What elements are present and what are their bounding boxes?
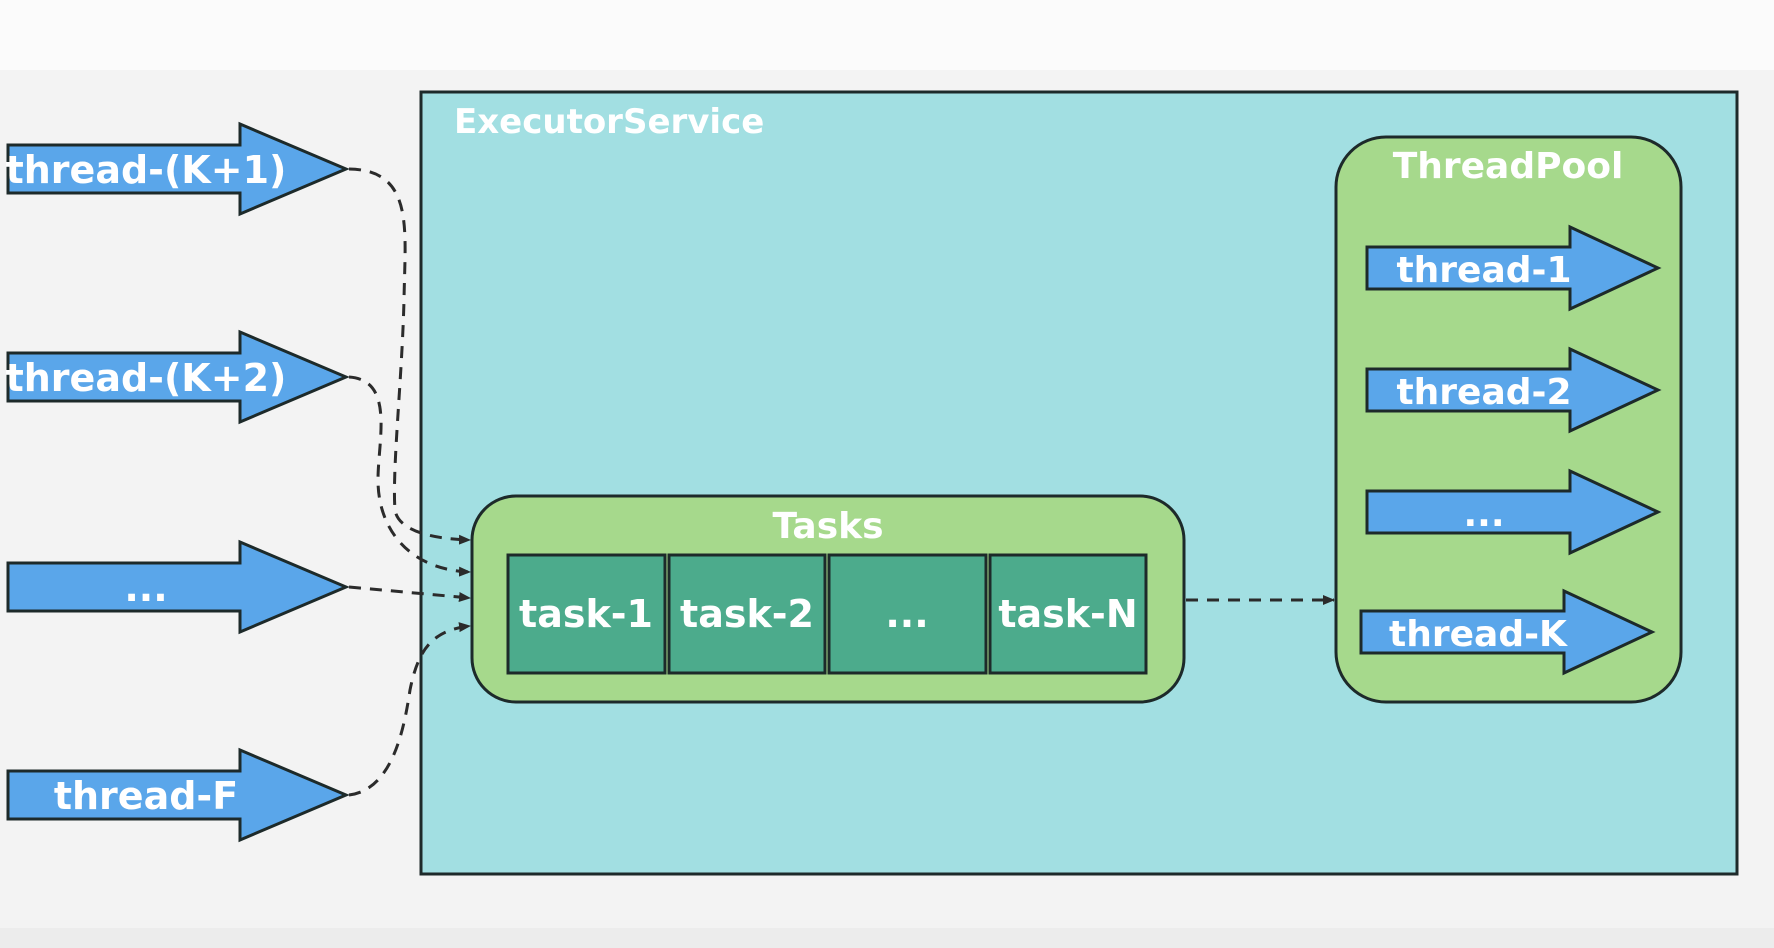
task-cell: task-1 — [506, 553, 667, 675]
tasks-queue-title: Tasks — [772, 506, 883, 547]
top-band — [0, 0, 1774, 70]
external-thread-arrow: thread-(K+1) — [6, 121, 350, 217]
external-thread-label: thread-(K+1) — [6, 148, 287, 192]
submit-connector — [348, 375, 471, 577]
pool-thread-arrow: ... — [1365, 468, 1662, 556]
pool-thread-arrow: thread-2 — [1365, 346, 1662, 434]
task-cell: ... — [827, 553, 988, 675]
external-thread-arrow: thread-(K+2) — [6, 329, 350, 425]
thread-pool-title: ThreadPool — [1393, 146, 1624, 187]
external-thread-label: thread-(K+2) — [6, 356, 287, 400]
pool-thread-arrow: thread-1 — [1365, 224, 1662, 312]
pool-thread-label: thread-1 — [1396, 250, 1571, 291]
bottom-band — [0, 928, 1774, 948]
external-thread-arrow: ... — [6, 539, 350, 635]
external-thread-arrow: thread-F — [6, 747, 350, 843]
task-label: ... — [885, 592, 928, 636]
pool-thread-arrow: thread-K — [1359, 588, 1656, 676]
submit-connector — [348, 167, 471, 545]
pool-thread-label: ... — [1463, 494, 1504, 535]
pool-thread-label: thread-2 — [1396, 372, 1571, 413]
task-cell: task-2 — [667, 553, 827, 675]
external-thread-label: ... — [124, 566, 167, 610]
pool-thread-label: thread-K — [1389, 614, 1568, 655]
task-cell: task-N — [988, 553, 1148, 675]
task-label: task-2 — [680, 592, 814, 636]
task-label: task-N — [998, 592, 1137, 636]
executor-service-title: ExecutorService — [454, 102, 764, 142]
task-label: task-1 — [519, 592, 653, 636]
external-thread-label: thread-F — [54, 774, 238, 818]
submit-connector — [348, 622, 471, 797]
